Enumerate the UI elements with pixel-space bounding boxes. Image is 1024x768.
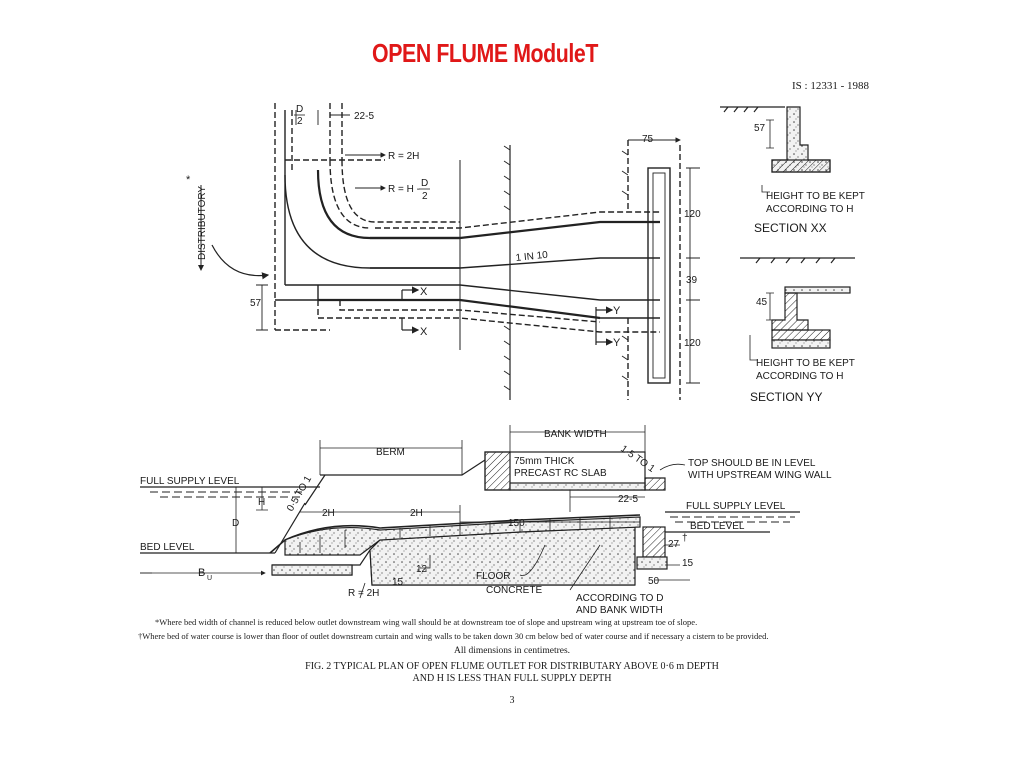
- top-note-1: TOP SHOULD BE IN LEVEL: [688, 458, 816, 469]
- figure-caption-line-1: FIG. 2 TYPICAL PLAN OF OPEN FLUME OUTLET…: [305, 661, 719, 672]
- footnote-dagger: †Where bed of water course is lower than…: [138, 631, 769, 641]
- concrete-label: CONCRETE: [486, 585, 542, 596]
- plan-dim-39: 39: [686, 275, 698, 286]
- slab-label-2: PRECAST RC SLAB: [514, 468, 607, 479]
- long-dim-15: 15: [392, 577, 404, 588]
- bu-label: B: [198, 567, 205, 579]
- bed-left-label: BED LEVEL: [140, 542, 195, 553]
- slab-label-1: 75mm THICK: [514, 456, 575, 467]
- section-xx-dim: 57: [754, 123, 766, 134]
- asterisk-mark: *: [186, 174, 191, 186]
- long-dim-12: 12: [416, 564, 428, 575]
- long-dim-15-right: 15: [682, 558, 694, 569]
- bed-right-label: BED LEVEL: [690, 521, 745, 532]
- section-yy-note-2: ACCORDING TO H: [756, 371, 843, 382]
- berm-label: BERM: [376, 447, 405, 458]
- according-note-1: ACCORDING TO D: [576, 593, 663, 604]
- section-y-bottom: Y: [613, 337, 621, 349]
- long-r-2h: R = 2H: [348, 588, 379, 599]
- section-x-bottom: X: [420, 326, 428, 338]
- dimensions-note: All dimensions in centimetres.: [453, 646, 571, 656]
- page-number: 3: [509, 695, 515, 706]
- section-xx-note-2: ACCORDING TO H: [766, 204, 853, 215]
- section-xx-title: SECTION XX: [754, 221, 827, 235]
- plan-r-2h: R = 2H: [388, 151, 419, 162]
- section-yy: [740, 257, 855, 361]
- slope-1-in-10: 1 IN 10: [515, 250, 549, 264]
- long-dim-150: 150: [508, 518, 525, 529]
- floor-label: FLOOR: [476, 571, 510, 582]
- plan-r-d-den: 2: [422, 191, 428, 202]
- section-x-top: X: [420, 286, 428, 298]
- section-yy-dim: 45: [756, 297, 768, 308]
- plan-r-h-d2: R = H -: [388, 184, 420, 195]
- plan-dim-120-bot: 120: [684, 338, 701, 349]
- bank-width-label: BANK WIDTH: [544, 429, 607, 440]
- long-dim-50: 50: [648, 576, 660, 587]
- d-over-2-num: D: [296, 104, 303, 115]
- long-dim-22-5: 22-5: [618, 494, 638, 505]
- top-note-2: WITH UPSTREAM WING WALL: [688, 470, 832, 481]
- slope-1-5-label: 1·5 TO 1: [618, 443, 657, 475]
- section-yy-title: SECTION YY: [750, 390, 822, 404]
- fsl-right-label: FULL SUPPLY LEVEL: [686, 501, 786, 512]
- d-over-2-den: 2: [297, 116, 303, 127]
- section-yy-note-1: HEIGHT TO BE KEPT: [756, 358, 855, 369]
- plan-dim-120-top: 120: [684, 209, 701, 220]
- slope-0-5-label: 0·5 TO 1: [285, 474, 314, 514]
- section-y-top: Y: [613, 305, 621, 317]
- standard-reference: IS : 12331 - 1988: [792, 80, 869, 92]
- two-h-2: 2H: [410, 508, 423, 519]
- two-h-1: 2H: [322, 508, 335, 519]
- plan-dim-22-5: 22-5: [354, 111, 374, 122]
- plan-r-d-num: D: [421, 178, 428, 189]
- long-dim-27: 27: [668, 539, 680, 550]
- slide-title: OPEN FLUME ModuleT: [372, 38, 598, 68]
- plan-dim-57: 57: [250, 298, 262, 309]
- plan-view: [198, 103, 700, 400]
- footnote-asterisk: *Where bed width of channel is reduced b…: [155, 617, 698, 627]
- d-label: D: [232, 518, 239, 529]
- dagger-mark: †: [682, 533, 688, 544]
- longitudinal-section: [140, 425, 800, 599]
- section-xx: [720, 106, 831, 193]
- fsl-left-label: FULL SUPPLY LEVEL: [140, 476, 240, 487]
- section-xx-note-1: HEIGHT TO BE KEPT: [766, 191, 865, 202]
- bu-subscript: U: [207, 575, 212, 582]
- figure-caption-line-2: AND H IS LESS THAN FULL SUPPLY DEPTH: [412, 673, 612, 684]
- plan-dim-75: 75: [642, 134, 654, 145]
- distributory-label: DISTRIBUTORY: [197, 186, 208, 260]
- h-label: H: [258, 497, 265, 508]
- according-note-2: AND BANK WIDTH: [576, 605, 663, 616]
